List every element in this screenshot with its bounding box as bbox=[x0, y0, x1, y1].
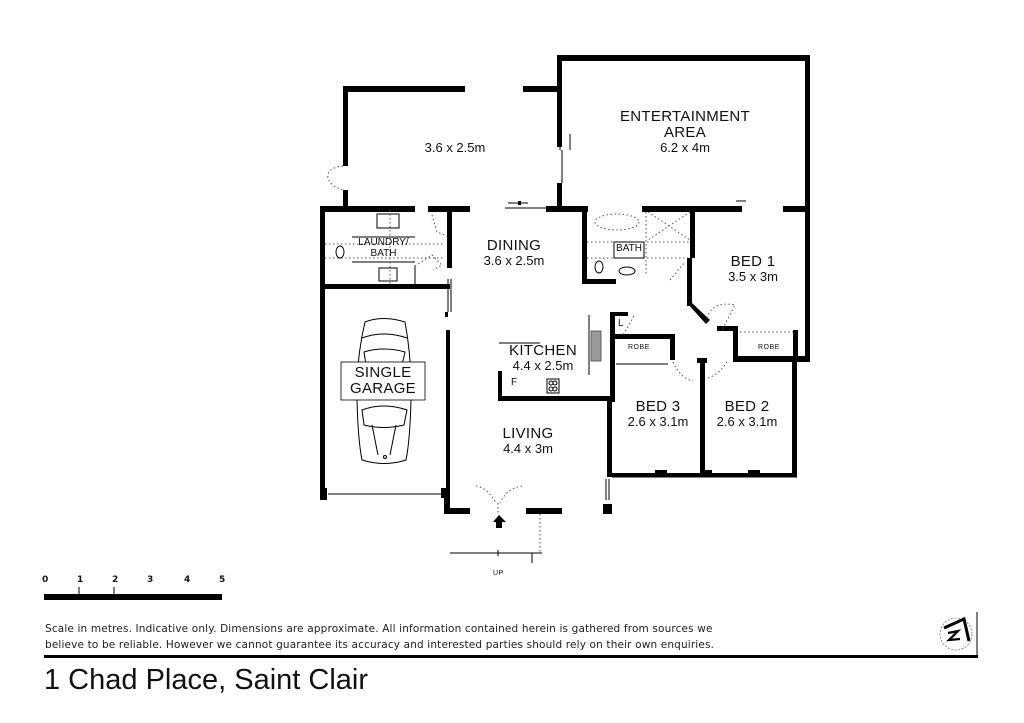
bedrooms-walls bbox=[610, 312, 797, 478]
scale-tick-0: 0 bbox=[42, 575, 49, 585]
room-name: KITCHEN bbox=[509, 342, 577, 359]
disclaimer: Scale in metres. Indicative only. Dimens… bbox=[45, 621, 714, 653]
room-name-line2: AREA bbox=[663, 123, 707, 141]
room-dimensions: 3.6 x 2.5m bbox=[424, 140, 486, 155]
room-dimensions: 2.6 x 3.1m bbox=[716, 413, 778, 429]
scale-tick-1: 1 bbox=[77, 575, 84, 585]
room-kitchen: KITCHEN 4.4 x 2.5m bbox=[500, 343, 586, 372]
central-horizontal-wall bbox=[320, 201, 810, 212]
robe-bed1-label: ROBE bbox=[758, 344, 780, 351]
bath-walls bbox=[582, 206, 695, 284]
room-alfresco: 3.6 x 2.5m bbox=[405, 140, 505, 157]
room-dimensions: 6.2 x 4m bbox=[660, 139, 710, 155]
scale-tick-4: 4 bbox=[184, 575, 191, 585]
north-arrow-icon bbox=[939, 616, 973, 651]
living-walls bbox=[444, 397, 612, 528]
room-name-line2: GARAGE bbox=[350, 379, 416, 397]
room-name: DINING bbox=[486, 237, 542, 254]
garage-walls bbox=[320, 312, 450, 500]
room-name: LIVING bbox=[502, 425, 554, 442]
room-living: LIVING 4.4 x 3m bbox=[488, 426, 568, 455]
entry-steps bbox=[450, 514, 542, 563]
room-dimensions: 3.5 x 3m bbox=[728, 268, 778, 284]
scale-bar bbox=[44, 587, 222, 600]
room-dining: DINING 3.6 x 2.5m bbox=[466, 238, 562, 267]
fridge-label: F bbox=[511, 377, 518, 388]
disclaimer-line-2: believe to be reliable. However we canno… bbox=[45, 639, 715, 651]
room-bed3: BED 3 2.6 x 3.1m bbox=[616, 399, 700, 428]
disclaimer-line-1: Scale in metres. Indicative only. Dimens… bbox=[45, 623, 713, 635]
kitchen-walls bbox=[498, 315, 612, 401]
car-outline bbox=[340, 318, 426, 464]
scale-tick-2: 2 bbox=[112, 575, 119, 585]
property-address: 1 Chad Place, Saint Clair bbox=[44, 664, 368, 696]
room-bed1: BED 1 3.5 x 3m bbox=[718, 254, 788, 283]
room-dimensions: 4.4 x 3m bbox=[503, 440, 553, 456]
stairs-up-label: UP bbox=[493, 570, 504, 577]
room-dimensions: 2.6 x 3.1m bbox=[627, 413, 689, 429]
room-name-line1: SINGLE bbox=[354, 364, 412, 381]
room-name: BATH bbox=[616, 243, 642, 254]
room-dimensions: 4.4 x 2.5m bbox=[512, 357, 574, 373]
scale-tick-3: 3 bbox=[147, 575, 154, 585]
alfresco-walls bbox=[327, 55, 563, 210]
scale-tick-5: 5 bbox=[219, 575, 226, 585]
room-name-line1: ENTERTAINMENT bbox=[619, 108, 750, 125]
room-name: BED 2 bbox=[724, 398, 770, 415]
room-laundry-bath: LAUNDRY/ BATH bbox=[352, 237, 415, 259]
footer-rules bbox=[44, 612, 978, 658]
room-name: BED 1 bbox=[730, 253, 776, 270]
robe-bed3-label: ROBE bbox=[628, 344, 650, 351]
room-dimensions: 3.6 x 2.5m bbox=[483, 252, 545, 268]
room-bath: BATH bbox=[614, 243, 644, 255]
room-single-garage: SINGLE GARAGE bbox=[341, 365, 425, 397]
room-name: BED 3 bbox=[635, 398, 681, 415]
linen-label: L bbox=[618, 318, 624, 329]
bed1-walls bbox=[687, 258, 810, 362]
room-name-line2: BATH bbox=[370, 247, 397, 259]
room-name-line1: LAUNDRY/ bbox=[358, 237, 409, 248]
room-entertainment-area: ENTERTAINMENT AREA 6.2 x 4m bbox=[600, 109, 770, 154]
room-bed2: BED 2 2.6 x 3.1m bbox=[705, 399, 789, 428]
laundry-walls bbox=[320, 206, 452, 500]
